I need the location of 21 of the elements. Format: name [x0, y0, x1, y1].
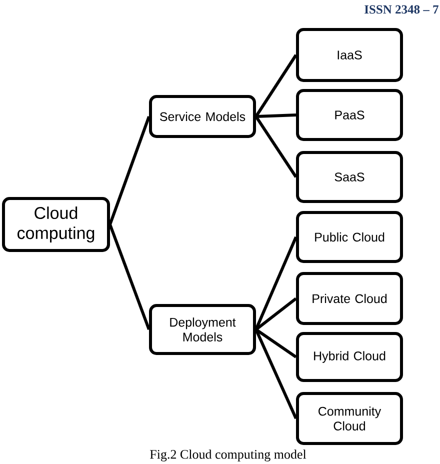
rounded-box: Service Models	[149, 95, 256, 138]
rounded-box: Cloud computing	[2, 197, 110, 252]
connector-line	[108, 224, 150, 330]
header-text: ISSN 2348 – 7	[364, 5, 438, 14]
connector-line	[255, 297, 297, 331]
rounded-box: Community Cloud	[296, 392, 403, 445]
rounded-box: Public Cloud	[296, 211, 403, 263]
connector-line	[256, 114, 296, 118]
connector-line	[108, 116, 150, 226]
rounded-box: PaaS	[296, 89, 403, 141]
connector-line	[254, 116, 298, 178]
connector-line	[254, 328, 298, 420]
connector-line	[254, 236, 298, 330]
rounded-box: SaaS	[296, 151, 403, 203]
rounded-box: IaaS	[296, 28, 403, 82]
rounded-box: Private Cloud	[296, 272, 403, 325]
rounded-box: Hybrid Cloud	[296, 332, 403, 382]
connector-line	[254, 54, 298, 118]
connector-line	[255, 328, 297, 358]
rounded-box: Deployment Models	[149, 304, 256, 355]
figure-caption: Fig.2 Cloud computing model	[150, 450, 306, 462]
